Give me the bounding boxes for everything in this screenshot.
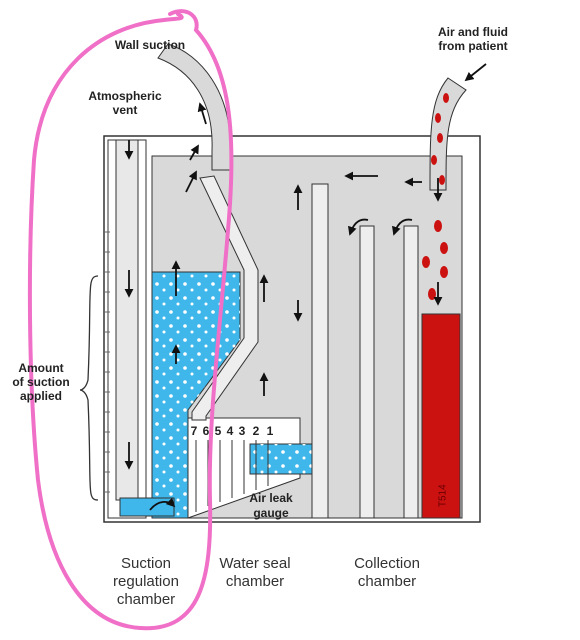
suction-amount-bracket — [79, 275, 99, 501]
suction-inner-tube — [191, 175, 259, 421]
blood-collection — [421, 313, 461, 519]
suction-chamber-label-3: chamber — [116, 591, 176, 608]
air-fluid-label-2: from patient — [438, 39, 508, 53]
flow-arrows — [124, 63, 487, 511]
annotation-circle — [27, 9, 234, 631]
collection-label-2: chamber — [357, 573, 417, 590]
air-leak-label-2: gauge — [253, 506, 289, 520]
gauge-number: 3 — [238, 424, 246, 438]
suction-chamber-label-2: regulation — [113, 573, 179, 590]
scale-ticks — [104, 231, 110, 493]
patient-tube — [429, 77, 467, 191]
amount-label-1: Amount — [18, 361, 64, 375]
collection-tube-3 — [403, 225, 419, 519]
amount-label-3: applied — [19, 389, 62, 403]
figure-code: T514 — [437, 484, 449, 508]
gauge-number: 7 — [190, 424, 198, 438]
gauge-number: 2 — [252, 424, 260, 438]
collection-tube-2 — [359, 225, 375, 519]
gauge-number: 6 — [202, 424, 210, 438]
air-fluid-label-1: Air and fluid — [438, 25, 508, 39]
atmospheric-vent-label-2: vent — [112, 103, 138, 117]
blood-drops — [422, 93, 449, 300]
collection-tube-1 — [311, 183, 329, 519]
wall-suction-label: Wall suction — [114, 38, 186, 52]
gauge-number: 4 — [226, 424, 234, 438]
amount-label-2: of suction — [12, 375, 70, 389]
water-seal-label-1: Water seal — [219, 555, 291, 572]
suction-chamber-label-1: Suction — [120, 555, 172, 572]
air-leak-gauge-lines — [195, 440, 269, 512]
gauge-number: 1 — [266, 424, 274, 438]
air-leak-label-1: Air leak — [249, 491, 293, 505]
collection-label-1: Collection — [354, 555, 420, 572]
water-seal-label-2: chamber — [225, 573, 285, 590]
gauge-number: 5 — [214, 424, 222, 438]
atmospheric-vent-label-1: Atmospheric — [88, 89, 162, 103]
